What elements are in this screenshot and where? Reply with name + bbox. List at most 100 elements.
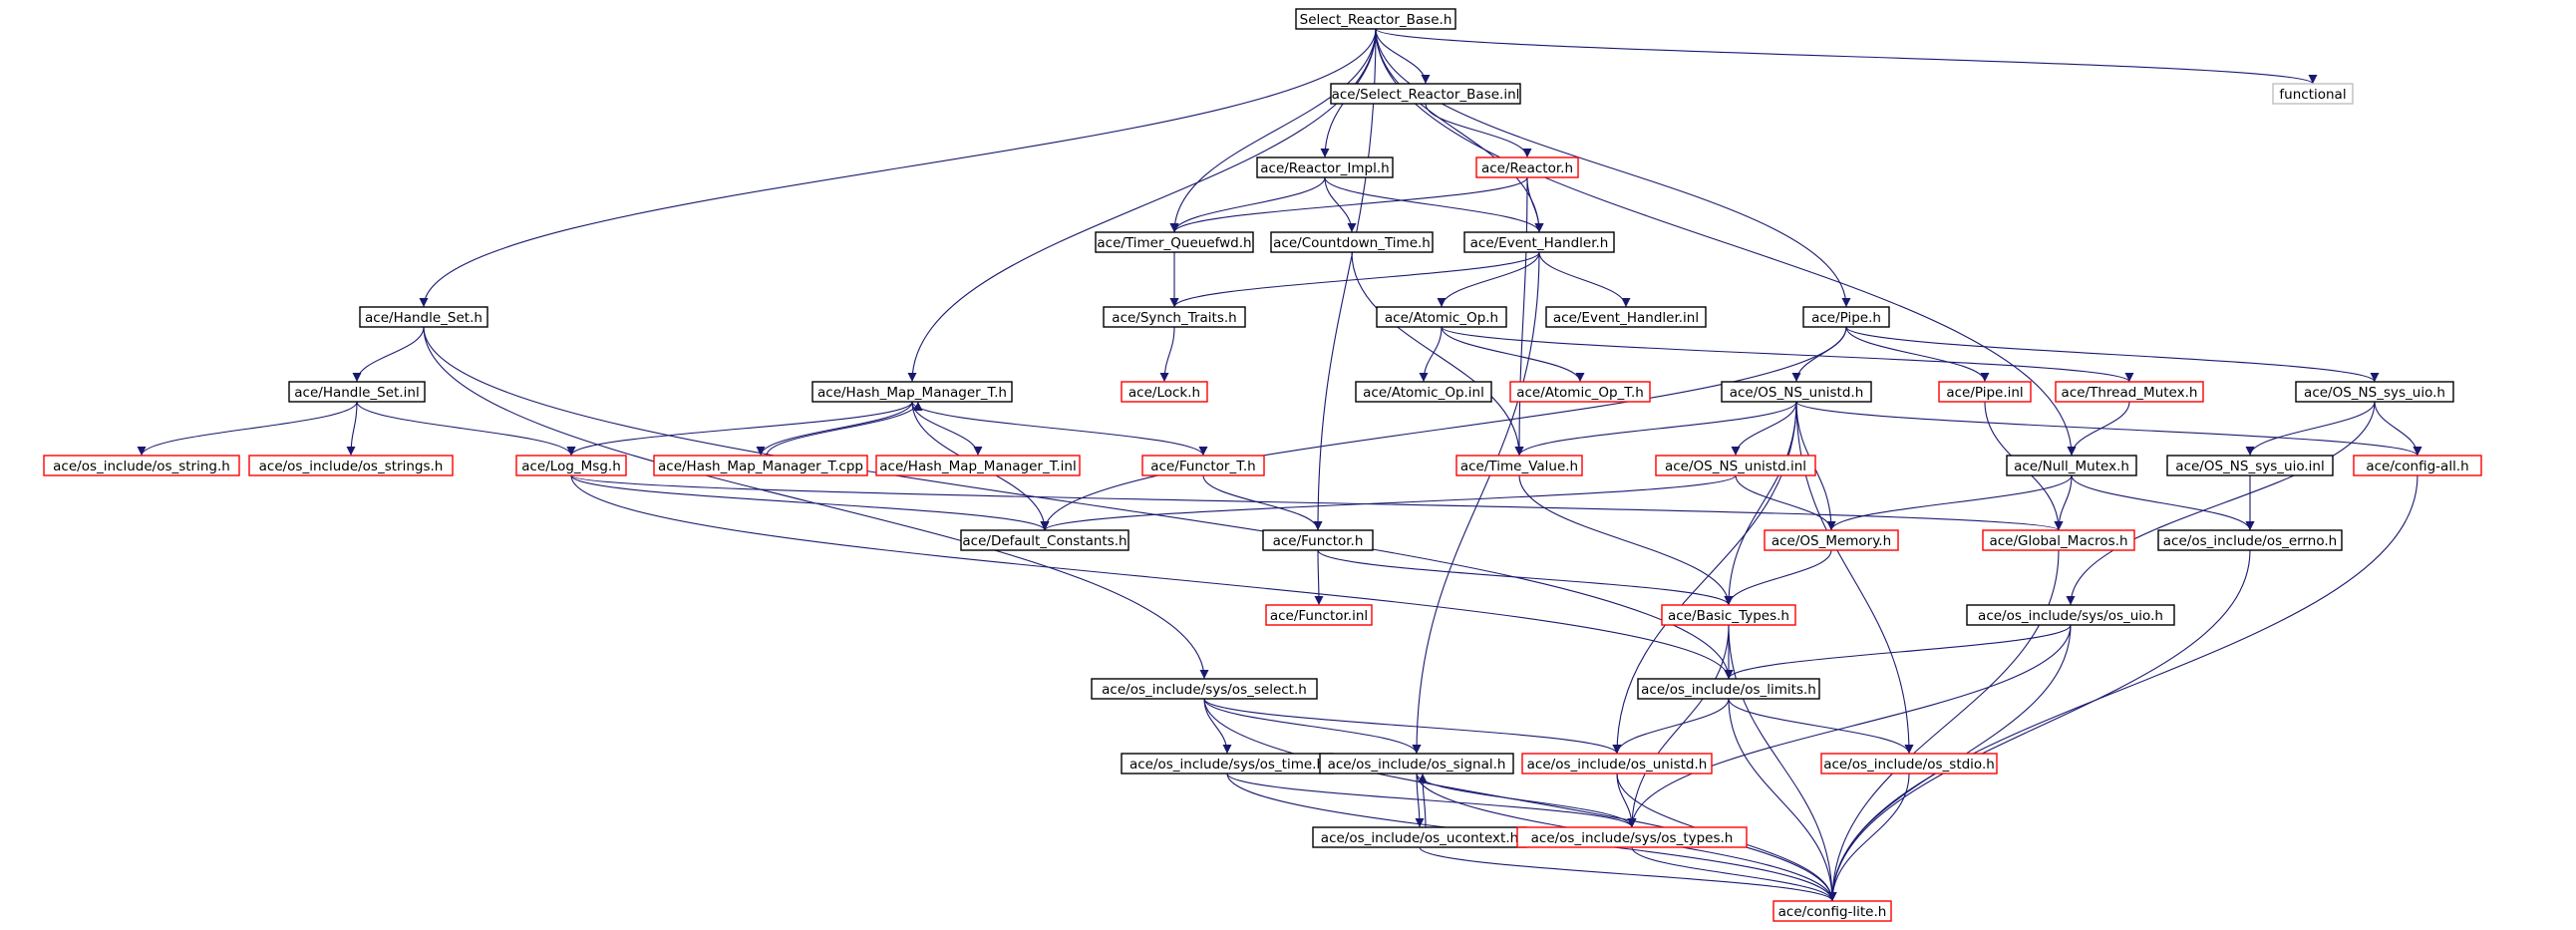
- node-basic_types_h[interactable]: ace/Basic_Types.h: [1661, 604, 1796, 626]
- node-os_memory_h[interactable]: ace/OS_Memory.h: [1764, 529, 1899, 551]
- node-box[interactable]: [1455, 455, 1583, 476]
- node-os_ns_sys_uio_inl[interactable]: ace/OS_NS_sys_uio.inl: [2166, 455, 2334, 476]
- node-box[interactable]: [1141, 455, 1265, 476]
- node-box[interactable]: [2353, 455, 2482, 476]
- node-box[interactable]: [1330, 83, 1521, 105]
- node-null_mutex_h[interactable]: ace/Null_Mutex.h: [2006, 455, 2137, 476]
- node-reactor_impl_h[interactable]: ace/Reactor_Impl.h: [1256, 156, 1394, 178]
- node-log_msg_h[interactable]: ace/Log_Msg.h: [515, 455, 627, 476]
- node-box[interactable]: [960, 529, 1129, 551]
- node-box[interactable]: [1966, 604, 2175, 626]
- edge-countdown_time_h-to-time_value_h: [1351, 251, 1524, 457]
- node-sys_os_uio_h[interactable]: ace/os_include/sys/os_uio.h: [1966, 604, 2175, 626]
- node-os_string_h[interactable]: ace/os_include/os_string.h: [43, 455, 240, 476]
- node-os_errno_h[interactable]: ace/os_include/os_errno.h: [2157, 529, 2343, 551]
- node-box[interactable]: [1376, 306, 1507, 328]
- node-sys_os_types_h[interactable]: ace/os_include/sys/os_types.h: [1516, 826, 1748, 848]
- node-hash_map_manager_t_h[interactable]: ace/Hash_Map_Manager_T.h: [811, 381, 1013, 403]
- node-box[interactable]: [1262, 529, 1374, 551]
- node-os_ns_unistd_inl[interactable]: ace/OS_NS_unistd.inl: [1655, 455, 1816, 476]
- node-pipe_inl[interactable]: ace/Pipe.inl: [1938, 381, 2032, 403]
- node-countdown_time_h[interactable]: ace/Countdown_Time.h: [1270, 231, 1434, 253]
- node-box[interactable]: [359, 306, 488, 328]
- node-box[interactable]: [1295, 8, 1456, 30]
- node-box[interactable]: [1475, 156, 1579, 178]
- node-box[interactable]: [1545, 306, 1707, 328]
- node-os_limits_h[interactable]: ace/os_include/os_limits.h: [1637, 678, 1820, 700]
- node-select_reactor_base_h[interactable]: Select_Reactor_Base.h: [1295, 8, 1456, 30]
- node-box[interactable]: [515, 455, 627, 476]
- node-box[interactable]: [1319, 753, 1514, 775]
- node-hash_map_manager_t_inl[interactable]: ace/Hash_Map_Manager_T.inl: [875, 455, 1081, 476]
- node-box[interactable]: [2295, 381, 2454, 403]
- node-box[interactable]: [1463, 231, 1615, 253]
- node-box[interactable]: [1637, 678, 1820, 700]
- node-box[interactable]: [1721, 381, 1872, 403]
- node-functional[interactable]: functional: [2272, 83, 2354, 105]
- node-box[interactable]: [1772, 900, 1892, 922]
- node-box[interactable]: [1256, 156, 1394, 178]
- node-sys_os_time_h[interactable]: ace/os_include/sys/os_time.h: [1121, 753, 1334, 775]
- node-timer_queuefwd_h[interactable]: ace/Timer_Queuefwd.h: [1095, 231, 1254, 253]
- node-box[interactable]: [1764, 529, 1899, 551]
- node-time_value_h[interactable]: ace/Time_Value.h: [1455, 455, 1583, 476]
- node-select_reactor_base_inl[interactable]: ace/Select_Reactor_Base.inl: [1330, 83, 1521, 105]
- node-box[interactable]: [288, 381, 426, 403]
- node-box[interactable]: [653, 455, 868, 476]
- node-reactor_h[interactable]: ace/Reactor.h: [1475, 156, 1579, 178]
- node-atomic_op_h[interactable]: ace/Atomic_Op.h: [1376, 306, 1507, 328]
- node-box[interactable]: [1516, 826, 1748, 848]
- node-box[interactable]: [1509, 381, 1651, 403]
- node-global_macros_h[interactable]: ace/Global_Macros.h: [1982, 529, 2135, 551]
- node-box[interactable]: [1802, 306, 1890, 328]
- node-pipe_h[interactable]: ace/Pipe.h: [1802, 306, 1890, 328]
- node-event_handler_inl[interactable]: ace/Event_Handler.inl: [1545, 306, 1707, 328]
- node-box[interactable]: [1091, 678, 1318, 700]
- node-box[interactable]: [2157, 529, 2343, 551]
- node-box[interactable]: [43, 455, 240, 476]
- node-handle_set_h[interactable]: ace/Handle_Set.h: [359, 306, 488, 328]
- node-box[interactable]: [1103, 306, 1246, 328]
- node-functor_inl[interactable]: ace/Functor.inl: [1265, 604, 1373, 626]
- node-box[interactable]: [811, 381, 1013, 403]
- node-box[interactable]: [1655, 455, 1816, 476]
- node-thread_mutex_h[interactable]: ace/Thread_Mutex.h: [2055, 381, 2204, 403]
- node-box[interactable]: [1661, 604, 1796, 626]
- node-box[interactable]: [2006, 455, 2137, 476]
- node-os_ns_sys_uio_h[interactable]: ace/OS_NS_sys_uio.h: [2295, 381, 2454, 403]
- node-config_lite_h[interactable]: ace/config-lite.h: [1772, 900, 1892, 922]
- node-config_all_h[interactable]: ace/config-all.h: [2353, 455, 2482, 476]
- node-box[interactable]: [2272, 83, 2354, 105]
- node-box[interactable]: [1270, 231, 1434, 253]
- node-atomic_op_t_h[interactable]: ace/Atomic_Op_T.h: [1509, 381, 1651, 403]
- node-box[interactable]: [1938, 381, 2032, 403]
- node-lock_h[interactable]: ace/Lock.h: [1121, 381, 1208, 403]
- node-os_strings_h[interactable]: ace/os_include/os_strings.h: [248, 455, 454, 476]
- node-os_stdio_h[interactable]: ace/os_include/os_stdio.h: [1820, 753, 1998, 775]
- node-hash_map_manager_t_cpp[interactable]: ace/Hash_Map_Manager_T.cpp: [653, 455, 868, 476]
- node-box[interactable]: [1121, 381, 1208, 403]
- node-label: ace/Global_Macros.h: [1989, 533, 2127, 549]
- node-os_ucontext_h[interactable]: ace/os_include/os_ucontext.h: [1312, 826, 1527, 848]
- node-box[interactable]: [1521, 753, 1713, 775]
- node-box[interactable]: [1355, 381, 1492, 403]
- node-sys_os_select_h[interactable]: ace/os_include/sys/os_select.h: [1091, 678, 1318, 700]
- node-os_signal_h[interactable]: ace/os_include/os_signal.h: [1319, 753, 1514, 775]
- node-box[interactable]: [2166, 455, 2334, 476]
- node-box[interactable]: [1982, 529, 2135, 551]
- node-box[interactable]: [1265, 604, 1373, 626]
- node-os_unistd_h[interactable]: ace/os_include/os_unistd.h: [1521, 753, 1713, 775]
- node-box[interactable]: [248, 455, 454, 476]
- node-os_ns_unistd_h[interactable]: ace/OS_NS_unistd.h: [1721, 381, 1872, 403]
- node-functor_t_h[interactable]: ace/Functor_T.h: [1141, 455, 1265, 476]
- node-box[interactable]: [1820, 753, 1998, 775]
- node-box[interactable]: [1095, 231, 1254, 253]
- node-atomic_op_inl[interactable]: ace/Atomic_Op.inl: [1355, 381, 1492, 403]
- node-synch_traits_h[interactable]: ace/Synch_Traits.h: [1103, 306, 1246, 328]
- node-handle_set_inl[interactable]: ace/Handle_Set.inl: [288, 381, 426, 403]
- node-box[interactable]: [2055, 381, 2204, 403]
- node-functor_h[interactable]: ace/Functor.h: [1262, 529, 1374, 551]
- node-box[interactable]: [875, 455, 1081, 476]
- node-default_constants_h[interactable]: ace/Default_Constants.h: [960, 529, 1129, 551]
- node-event_handler_h[interactable]: ace/Event_Handler.h: [1463, 231, 1615, 253]
